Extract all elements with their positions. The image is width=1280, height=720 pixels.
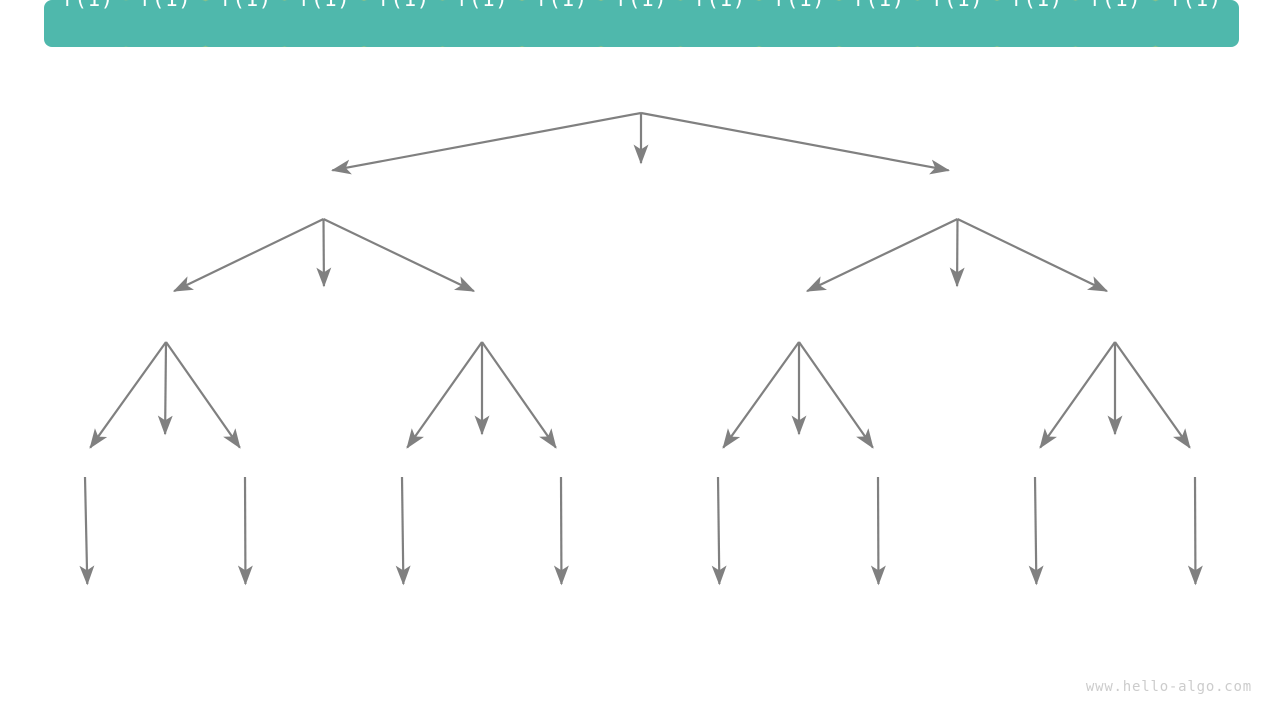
tree-node[interactable]: f(1)	[280, 0, 368, 47]
nodes-layer: f(n)f(n-1)f(1)f(n-1)f(n-2)f(1)f(n-2)f(n-…	[44, 0, 1239, 47]
tree-node[interactable]: f(1)	[1071, 0, 1159, 47]
node-box[interactable]	[518, 0, 605, 47]
watermark: www.hello-algo.com	[1086, 679, 1252, 695]
tree-node[interactable]: f(1)	[755, 0, 843, 47]
tree-node[interactable]: f(1)	[913, 0, 1001, 47]
edge-arrow	[711, 476, 727, 586]
tree-node[interactable]: f(1)	[835, 0, 922, 47]
node-box[interactable]	[913, 0, 1001, 47]
tree-node[interactable]: f(1)	[597, 0, 685, 47]
node-box[interactable]	[993, 0, 1080, 47]
tree-node[interactable]: f(1)	[44, 0, 131, 47]
edge-arrow	[1114, 341, 1191, 449]
edge-arrow	[805, 218, 958, 293]
node-label: f(1)	[535, 0, 588, 11]
node-box[interactable]	[1071, 0, 1159, 47]
tree-node[interactable]: f(1)	[993, 0, 1080, 47]
node-label: f(1)	[298, 0, 351, 11]
edge-arrow	[331, 111, 642, 175]
node-box[interactable]	[835, 0, 922, 47]
tree-node[interactable]: f(1)	[438, 0, 526, 47]
tree-node[interactable]: f(1)	[121, 0, 209, 47]
edge-arrow	[798, 341, 874, 449]
node-box[interactable]	[202, 0, 289, 47]
node-label: f(1)	[615, 0, 668, 11]
tree-node[interactable]: f(1)	[676, 0, 763, 47]
node-box[interactable]	[121, 0, 209, 47]
edge-arrow	[1028, 476, 1044, 586]
edge-arrow	[89, 341, 167, 449]
edge-arrow	[323, 218, 476, 293]
node-label: f(1)	[852, 0, 905, 11]
tree-node[interactable]: f(1)	[1152, 0, 1239, 47]
tree-node[interactable]: f(1)	[518, 0, 605, 47]
node-box[interactable]	[280, 0, 368, 47]
edge-arrow	[406, 341, 483, 449]
node-label: f(1)	[931, 0, 984, 11]
edge-arrow	[172, 218, 324, 293]
edge-arrow	[79, 476, 95, 586]
node-label: f(1)	[1089, 0, 1142, 11]
node-box[interactable]	[597, 0, 685, 47]
node-label: f(1)	[1169, 0, 1222, 11]
node-box[interactable]	[44, 0, 131, 47]
edge-arrow	[722, 341, 800, 449]
node-box[interactable]	[438, 0, 526, 47]
node-label: f(1)	[61, 0, 114, 11]
node-label: f(1)	[377, 0, 430, 11]
edge-arrow	[395, 476, 411, 586]
edge-arrow	[481, 341, 557, 449]
node-label: f(1)	[456, 0, 509, 11]
node-label: f(1)	[693, 0, 746, 11]
edges-layer	[79, 111, 1203, 586]
node-label: f(1)	[219, 0, 272, 11]
node-label: f(1)	[139, 0, 192, 11]
node-box[interactable]	[360, 0, 447, 47]
edge-arrow	[157, 341, 173, 436]
node-box[interactable]	[755, 0, 843, 47]
edge-arrow	[957, 218, 1109, 293]
node-box[interactable]	[676, 0, 763, 47]
tree-node[interactable]: f(1)	[202, 0, 289, 47]
edge-arrow	[1039, 341, 1116, 449]
node-box[interactable]	[1152, 0, 1239, 47]
node-label: f(1)	[1010, 0, 1063, 11]
edge-arrow	[165, 341, 241, 449]
node-label: f(1)	[773, 0, 826, 11]
edge-arrow	[640, 111, 950, 175]
tree-node[interactable]: f(1)	[360, 0, 447, 47]
